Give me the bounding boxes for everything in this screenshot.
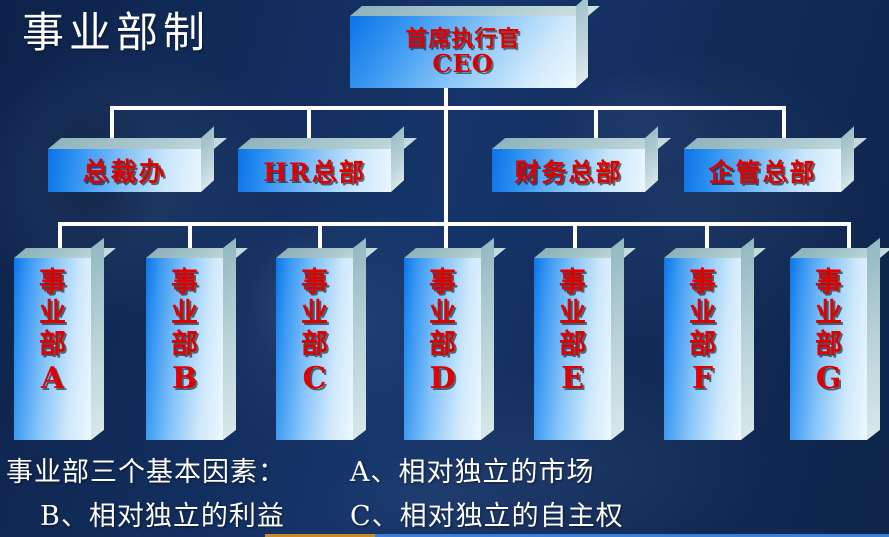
division-3-char-2: 业 <box>301 297 328 329</box>
division-6-front-face: 事 业 部 F <box>664 258 741 440</box>
division-1-char-2: 业 <box>39 297 66 329</box>
connector-row2-bar <box>110 106 786 110</box>
division-5-letter: E <box>561 361 584 397</box>
division-7-letter: G <box>815 361 842 397</box>
division-2-char-1: 事 <box>171 267 198 298</box>
division-5-char-2: 业 <box>559 297 586 329</box>
node-division-7[interactable]: 事 业 部 G <box>790 237 889 440</box>
node-department-4[interactable]: 企管总部 <box>684 126 868 192</box>
division-4-char-3: 部 <box>429 328 456 360</box>
division-7-front-face: 事 业 部 G <box>790 258 867 440</box>
department-2-front-face: HR总部 <box>238 149 391 192</box>
division-2-letter: B <box>171 361 198 397</box>
node-division-3[interactable]: 事 业 部 C <box>276 237 378 440</box>
ceo-label-en: CEO <box>432 48 494 78</box>
node-division-4[interactable]: 事 业 部 D <box>404 237 506 440</box>
department-3-front-face: 财务总部 <box>492 149 645 192</box>
division-4-front-face: 事 业 部 D <box>404 258 481 440</box>
connector-drop-dept-4 <box>782 106 786 144</box>
connector-ceo-stem <box>444 88 448 110</box>
footer-line1-left: 事业部三个基本因素： <box>6 457 286 488</box>
division-4-char-2: 业 <box>429 297 456 329</box>
division-1-char-3: 部 <box>39 328 66 360</box>
footer-line2-left: B、相对独立的利益 <box>40 501 285 532</box>
division-3-front-face: 事 业 部 C <box>276 258 353 440</box>
department-4-front-face: 企管总部 <box>684 149 841 192</box>
node-division-5[interactable]: 事 业 部 E <box>534 237 636 440</box>
ceo-box-top-face <box>350 6 600 16</box>
division-1-front-face: 事 业 部 A <box>14 258 91 440</box>
division-6-char-3: 部 <box>689 328 716 360</box>
connector-drop-dept-2 <box>307 106 311 144</box>
division-1-char-1: 事 <box>39 267 66 298</box>
connector-drop-division-4 <box>444 222 448 250</box>
ceo-label-cn: 首席执行官 <box>405 25 521 52</box>
division-5-char-3: 部 <box>559 328 586 360</box>
bottom-accent-rule-orange <box>265 534 375 537</box>
division-7-side-face <box>867 237 880 440</box>
ceo-box-front-face: 首席执行官 CEO <box>350 16 576 88</box>
division-5-front-face: 事 业 部 E <box>534 258 611 440</box>
division-7-char-3: 部 <box>815 328 842 360</box>
division-4-char-1: 事 <box>429 267 456 298</box>
division-3-char-1: 事 <box>301 267 328 298</box>
node-division-2[interactable]: 事 业 部 B <box>146 237 248 440</box>
department-4-side-face <box>841 126 854 192</box>
division-5-side-face <box>611 237 624 440</box>
department-4-label: 企管总部 <box>708 157 817 187</box>
division-3-side-face <box>353 237 366 440</box>
division-6-side-face <box>741 237 754 440</box>
ceo-box-side-face <box>576 0 588 88</box>
page-title: 事业部制 <box>22 8 211 57</box>
division-6-letter: F <box>691 361 714 397</box>
connector-row3-bar <box>58 222 851 226</box>
connector-drop-division-6 <box>705 222 709 250</box>
department-1-front-face: 总裁办 <box>48 149 201 192</box>
division-6-char-1: 事 <box>689 267 716 298</box>
division-5-char-1: 事 <box>559 267 586 298</box>
division-4-side-face <box>481 237 494 440</box>
department-3-label: 财务总部 <box>514 157 623 187</box>
connector-drop-division-2 <box>188 222 192 250</box>
department-2-label: HR总部 <box>263 157 366 187</box>
division-2-side-face <box>223 237 236 440</box>
connector-ceo-trunk <box>444 106 448 224</box>
department-1-side-face <box>201 126 214 192</box>
connector-drop-division-3 <box>318 222 322 250</box>
connector-drop-division-1 <box>58 222 62 250</box>
connector-drop-division-7 <box>847 222 851 250</box>
bottom-accent-rule-blue <box>375 534 889 537</box>
division-1-letter: A <box>40 361 65 397</box>
connector-drop-dept-1 <box>110 106 114 144</box>
node-ceo[interactable]: 首席执行官 CEO <box>350 0 600 88</box>
node-department-2[interactable]: HR总部 <box>238 126 418 192</box>
department-4-top-face <box>684 138 868 149</box>
footer-line1-right: A、相对独立的市场 <box>350 457 595 488</box>
division-2-char-2: 业 <box>171 297 198 329</box>
node-department-1[interactable]: 总裁办 <box>48 126 228 192</box>
node-department-3[interactable]: 财务总部 <box>492 126 672 192</box>
division-2-front-face: 事 业 部 B <box>146 258 223 440</box>
division-4-letter: D <box>429 361 456 397</box>
node-division-1[interactable]: 事 业 部 A <box>14 237 116 440</box>
node-division-6[interactable]: 事 业 部 F <box>664 237 766 440</box>
division-3-letter: C <box>302 361 327 397</box>
department-3-side-face <box>645 126 658 192</box>
division-2-char-3: 部 <box>171 328 198 360</box>
division-3-char-3: 部 <box>301 328 328 360</box>
division-1-side-face <box>91 237 104 440</box>
division-7-char-1: 事 <box>815 267 842 298</box>
footer-line2-right: C、相对独立的自主权 <box>350 501 624 532</box>
connector-drop-dept-3 <box>594 106 598 144</box>
division-6-char-2: 业 <box>689 297 716 329</box>
division-7-char-2: 业 <box>815 297 842 329</box>
connector-drop-division-5 <box>573 222 577 250</box>
department-2-side-face <box>391 126 404 192</box>
department-1-label: 总裁办 <box>82 158 167 188</box>
